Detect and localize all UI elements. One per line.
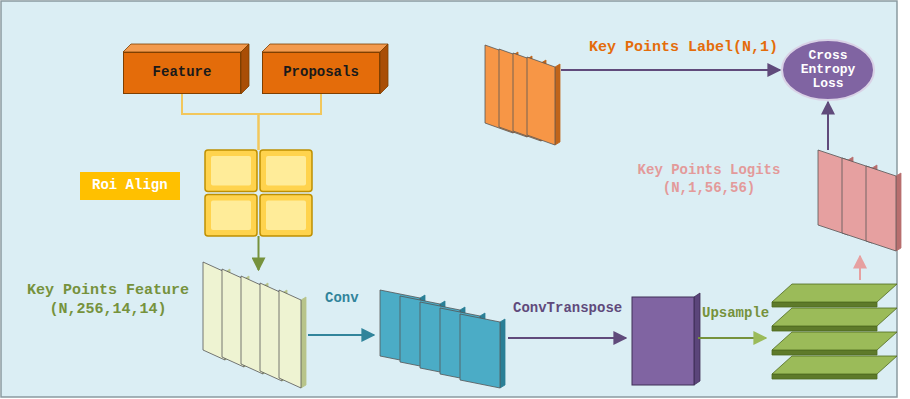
upsample-layer (772, 284, 897, 302)
upsample-layer (772, 308, 897, 326)
feature-stack-sheet-edge (301, 297, 306, 388)
connector (258, 236, 260, 270)
roi-cell-highlight (211, 201, 251, 231)
upsample-layer-edge (772, 302, 877, 307)
shape-heading: Key Points Label(N,1) (589, 39, 778, 58)
conv-sheet (460, 314, 500, 388)
convtranspose-block (632, 297, 694, 385)
box-label: Feature (153, 64, 212, 82)
feature-box: Feature (123, 52, 241, 94)
roi-cell-highlight (211, 156, 251, 186)
shape-heading: Key Points Feature (N,256,14,14) (20, 282, 196, 320)
logits-arrow (859, 256, 861, 280)
upsample-label: Upsample (702, 305, 769, 321)
roi-cell (260, 195, 312, 237)
box-side-face (380, 44, 388, 94)
upsample-layer-edge (772, 374, 877, 379)
background-frame (1, 1, 897, 397)
label-stack-sheet-edge (555, 64, 560, 145)
label-stack-sheet (527, 57, 555, 145)
roi-cell (260, 150, 312, 192)
feature-stack: Key Points Feature (N,256,14,14) (203, 262, 307, 390)
upsample-arrow (698, 337, 766, 339)
loss-ellipse-shape (782, 40, 874, 100)
logits-stack-sheet-edge (896, 173, 901, 251)
shape-heading: Key Points Logits (N,1,56,56) (624, 162, 794, 197)
box-top-face (123, 44, 249, 52)
upsample-layer-edge (772, 326, 877, 331)
connector (182, 94, 259, 150)
connector (827, 102, 829, 150)
box-label: Proposals (283, 64, 359, 82)
conv-sheet-edge (500, 319, 505, 388)
roi-cell (205, 195, 257, 237)
loss-label: Cross Entropy Loss (795, 49, 861, 92)
roi-align-grid: Roi Align (205, 150, 312, 236)
connector (561, 69, 780, 71)
upsample-layer (772, 332, 897, 350)
label-stack: Key Points Label(N,1) (485, 45, 561, 145)
connector (259, 94, 322, 150)
conv-label: Conv (325, 290, 359, 306)
convtranspose-label: ConvTranspose (513, 300, 622, 316)
roi-cell-highlight (266, 156, 306, 186)
convtranspose-arrow (508, 337, 626, 339)
conv-arrow (308, 334, 374, 336)
feature-stack-sheet (279, 290, 301, 388)
logits-stack: Key Points Logits (N,1,56,56) (818, 150, 902, 251)
shape-heading: Roi Align (80, 172, 180, 200)
box-top-face (262, 44, 388, 52)
logits-stack-sheet (866, 166, 896, 251)
proposals-box: Proposals (262, 52, 380, 94)
upsample-layer (772, 356, 897, 374)
box-side-face (241, 44, 249, 94)
upsample-layer-edge (772, 350, 877, 355)
loss-ellipse: Cross Entropy Loss (780, 38, 876, 102)
roi-cell-highlight (266, 201, 306, 231)
roi-cell (205, 150, 257, 192)
